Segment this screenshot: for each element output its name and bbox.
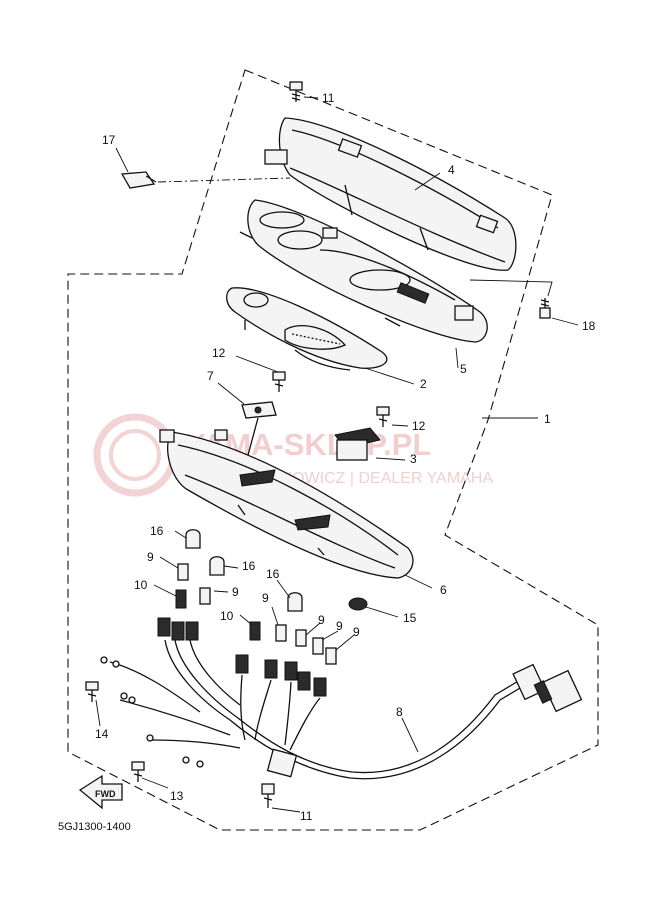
screw-13 (131, 761, 145, 782)
meter-housing (159, 429, 414, 579)
callout-10a: 10 (134, 578, 148, 592)
watermark-tagline: ...ECHOWICZ | DEALER YAMAHA (245, 470, 493, 487)
assembly-boundary (67, 69, 599, 831)
wire-harness (109, 639, 583, 780)
callout-12-right: 12 (412, 419, 426, 433)
grommet (348, 597, 368, 611)
callout-9c: 9 (262, 591, 269, 605)
diagram-code: 5GJ1300-1400 (58, 821, 131, 833)
small-bulbs (177, 563, 337, 665)
fwd-arrow-icon: FWD (78, 774, 123, 810)
wire-terminals (100, 656, 204, 768)
meter-case (239, 199, 488, 343)
callout-1: 1 (544, 412, 551, 426)
screw-12b (376, 406, 390, 427)
callout-15: 15 (403, 611, 417, 625)
fwd-label: FWD (95, 789, 116, 799)
callout-13: 13 (170, 789, 184, 803)
callout-18: 17 (102, 133, 116, 147)
callout-9e: 9 (336, 619, 343, 633)
callout-5: 5 (460, 362, 467, 376)
leader-lines (95, 96, 579, 813)
clip (120, 171, 157, 189)
callout-7: 7 (207, 369, 214, 383)
watermark-logo (93, 413, 177, 497)
callout-12-left: 12 (212, 346, 226, 360)
screw-14 (85, 681, 99, 702)
callout-4: 4 (448, 163, 455, 177)
callout-14: 14 (95, 727, 109, 741)
callout-3: 3 (410, 452, 417, 466)
callout-9a: 9 (147, 550, 154, 564)
screw-right (539, 298, 551, 319)
callout-17: 18 (582, 319, 596, 333)
bulb-16a (185, 529, 201, 549)
callout-16a: 16 (150, 524, 164, 538)
bracket (241, 401, 277, 471)
callout-8: 8 (396, 705, 403, 719)
callout-2: 2 (420, 377, 427, 391)
callout-11-top: 11 (322, 91, 335, 105)
meter-cover (264, 117, 517, 271)
callout-16b: 16 (242, 559, 256, 573)
sensor-module (334, 427, 381, 461)
callout-9d: 9 (318, 613, 325, 627)
dial-face (226, 287, 388, 371)
callout-9b: 9 (232, 585, 239, 599)
callout-16c: 16 (266, 567, 280, 581)
callout-6: 6 (440, 583, 447, 597)
sockets (157, 589, 327, 697)
screw-12a (272, 371, 286, 392)
callout-10b: 10 (220, 609, 234, 623)
callout-9f: 9 (353, 625, 360, 639)
harness-connector (512, 663, 583, 713)
bulb-16c (287, 592, 303, 612)
bulb-16b (209, 556, 225, 576)
callouts: 11 17 4 18 5 2 12 7 12 3 1 6 15 16 9 10 … (95, 91, 596, 823)
screw-top (289, 81, 303, 102)
screw-11-bottom (261, 783, 275, 808)
callout-11-bottom: 11 (300, 809, 313, 823)
